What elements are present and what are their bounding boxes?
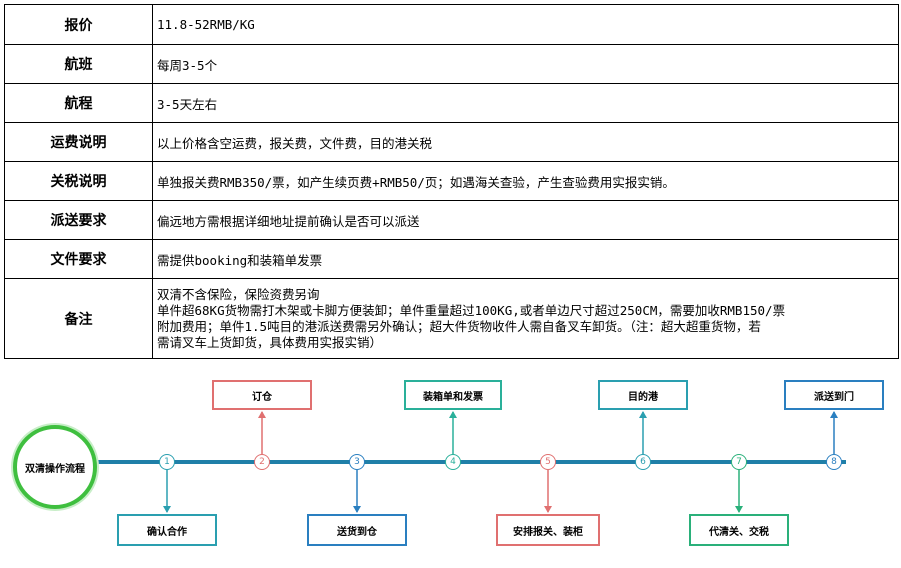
row-label: 航班 xyxy=(4,44,153,84)
row-label: 航程 xyxy=(4,83,153,123)
row-value: 偏远地方需根据详细地址提前确认是否可以派送 xyxy=(152,200,899,240)
flow-arrow-head xyxy=(163,506,171,513)
flow-step-number: 7 xyxy=(731,454,747,470)
row-value: 3-5天左右 xyxy=(152,83,899,123)
flow-arrow-head xyxy=(830,411,838,418)
flow-step-box: 送货到仓 xyxy=(307,514,407,546)
note-label: 备注 xyxy=(4,278,153,359)
table-row: 派送要求 偏远地方需根据详细地址提前确认是否可以派送 xyxy=(4,200,899,240)
flow-step-number: 8 xyxy=(826,454,842,470)
table-row: 文件要求 需提供booking和装箱单发票 xyxy=(4,239,899,279)
row-label: 报价 xyxy=(4,4,153,45)
flow-step-number: 5 xyxy=(540,454,556,470)
row-value: 11.8-52RMB/KG xyxy=(152,4,899,45)
row-label: 派送要求 xyxy=(4,200,153,240)
flow-arrow-head xyxy=(258,411,266,418)
quote-table: 报价 11.8-52RMB/KG 航班 每周3-5个 航程 3-5天左右 运费说… xyxy=(4,4,899,359)
flow-step-box: 派送到门 xyxy=(784,380,884,410)
flow-step-box: 确认合作 xyxy=(117,514,217,546)
row-label: 文件要求 xyxy=(4,239,153,279)
process-flow: 双清操作流程 1 确认合作 2 订仓 3 送货到仓 4 装箱单和发票 5 安排报关、装柜 6 目的港 7… xyxy=(0,368,901,568)
flow-step-number: 2 xyxy=(254,454,270,470)
row-label: 关税说明 xyxy=(4,161,153,201)
table-row: 运费说明 以上价格含空运费，报关费，文件费，目的港关税 xyxy=(4,122,899,162)
table-row-note: 备注 双清不含保险，保险资费另询 单件超68KG货物需打木架或卡脚方便装卸；单件… xyxy=(4,278,899,359)
flow-step-number: 4 xyxy=(445,454,461,470)
table-row: 航班 每周3-5个 xyxy=(4,44,899,84)
flow-arrow-head xyxy=(544,506,552,513)
table-row: 航程 3-5天左右 xyxy=(4,83,899,123)
flow-arrow-head xyxy=(735,506,743,513)
note-line: 附加费用；单件1.5吨目的港派送费需另外确认；超大件货物收件人需自备叉车卸货。（… xyxy=(157,318,761,334)
row-value: 以上价格含空运费，报关费，文件费，目的港关税 xyxy=(152,122,899,162)
flow-step-number: 6 xyxy=(635,454,651,470)
flow-lines xyxy=(92,411,846,513)
flow-step-number: 1 xyxy=(159,454,175,470)
row-label: 运费说明 xyxy=(4,122,153,162)
flow-step-box: 订仓 xyxy=(212,380,312,410)
flow-arrow-head xyxy=(639,411,647,418)
flow-step-box: 装箱单和发票 xyxy=(404,380,502,410)
flow-step-number: 3 xyxy=(349,454,365,470)
flow-step-box: 安排报关、装柜 xyxy=(496,514,600,546)
flow-arrow-head xyxy=(449,411,457,418)
table-row: 报价 11.8-52RMB/KG xyxy=(4,4,899,45)
note-line: 需请叉车上货卸货，具体费用实报实销） xyxy=(157,334,383,350)
flow-arrow-head xyxy=(353,506,361,513)
note-line: 单件超68KG货物需打木架或卡脚方便装卸；单件重量超过100KG,或者单边尺寸超… xyxy=(157,302,786,318)
flow-step-box: 代清关、交税 xyxy=(689,514,789,546)
table-row: 关税说明 单独报关费RMB350/票，如产生续页费+RMB50/页；如遇海关查验… xyxy=(4,161,899,201)
row-value: 每周3-5个 xyxy=(152,44,899,84)
flow-step-box: 目的港 xyxy=(598,380,688,410)
note-line: 双清不含保险，保险资费另询 xyxy=(157,286,320,302)
row-value: 需提供booking和装箱单发票 xyxy=(152,239,899,279)
flow-start-circle: 双清操作流程 xyxy=(13,425,97,509)
row-value: 单独报关费RMB350/票，如产生续页费+RMB50/页；如遇海关查验，产生查验… xyxy=(152,161,899,201)
note-value: 双清不含保险，保险资费另询 单件超68KG货物需打木架或卡脚方便装卸；单件重量超… xyxy=(152,278,899,359)
